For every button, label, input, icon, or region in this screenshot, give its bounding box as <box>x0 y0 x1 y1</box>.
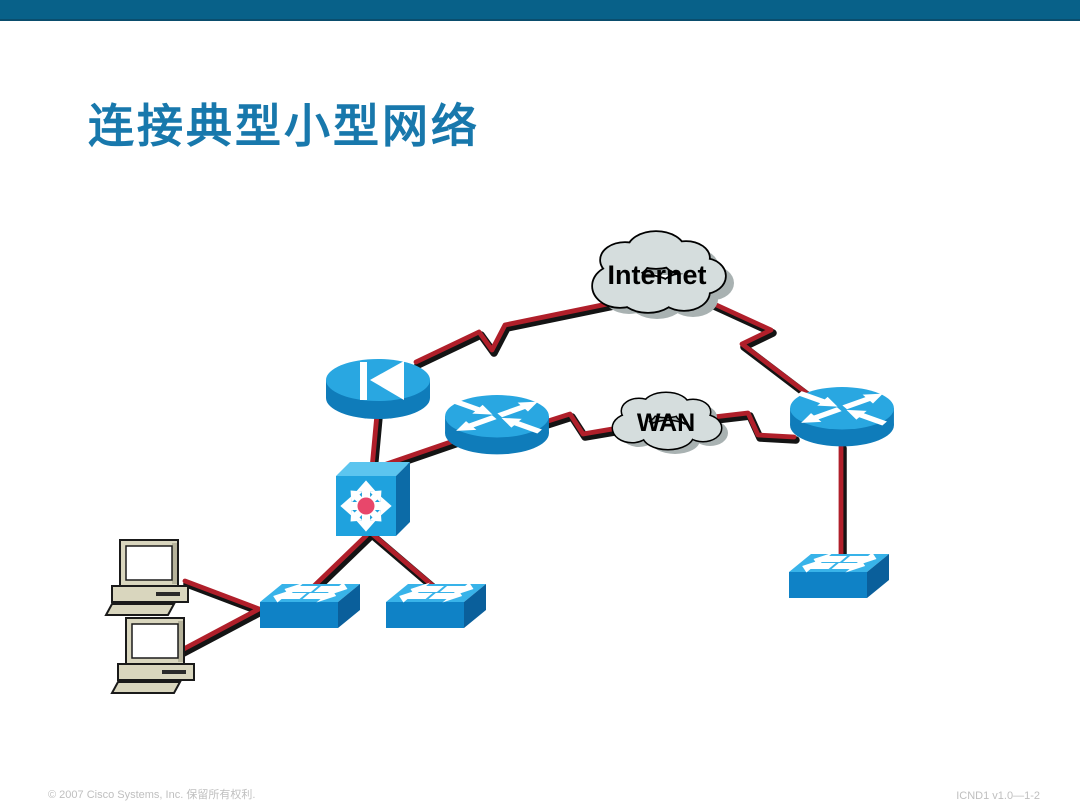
internet-cloud: Internet <box>591 230 734 319</box>
link-mls-switch-a <box>311 529 376 593</box>
access-switch-b <box>386 583 486 629</box>
router-b <box>790 387 894 446</box>
pc-2 <box>111 617 195 694</box>
access-switch-a <box>260 583 360 629</box>
internet-cloud-label: Internet <box>607 260 706 290</box>
copyright-text: © 2007 Cisco Systems, Inc. 保留所有权利. <box>48 789 256 801</box>
link-pc1-switch-a <box>182 578 265 616</box>
slide-number-text: ICND1 v1.0—1-2 <box>956 790 1040 802</box>
link-internet-firewall-router <box>413 300 618 369</box>
link-wan-router-b <box>702 410 800 444</box>
wan-cloud-label: WAN <box>637 409 695 437</box>
branch-switch <box>789 553 889 599</box>
wan-cloud: WAN <box>611 391 728 454</box>
link-pc2-switch-a <box>175 606 265 659</box>
router-a <box>445 395 549 454</box>
slide-header-bar <box>0 0 1080 21</box>
link-router-a-wan <box>542 411 636 441</box>
link-internet-router-b <box>709 300 819 405</box>
link-mls-switch-b <box>367 529 438 592</box>
firewall-router <box>326 359 430 419</box>
multilayer-switch <box>336 462 410 536</box>
link-router-b-branch-switch <box>838 442 847 574</box>
page-title: 连接典型小型网络 <box>88 101 480 152</box>
pc-1 <box>105 539 189 616</box>
